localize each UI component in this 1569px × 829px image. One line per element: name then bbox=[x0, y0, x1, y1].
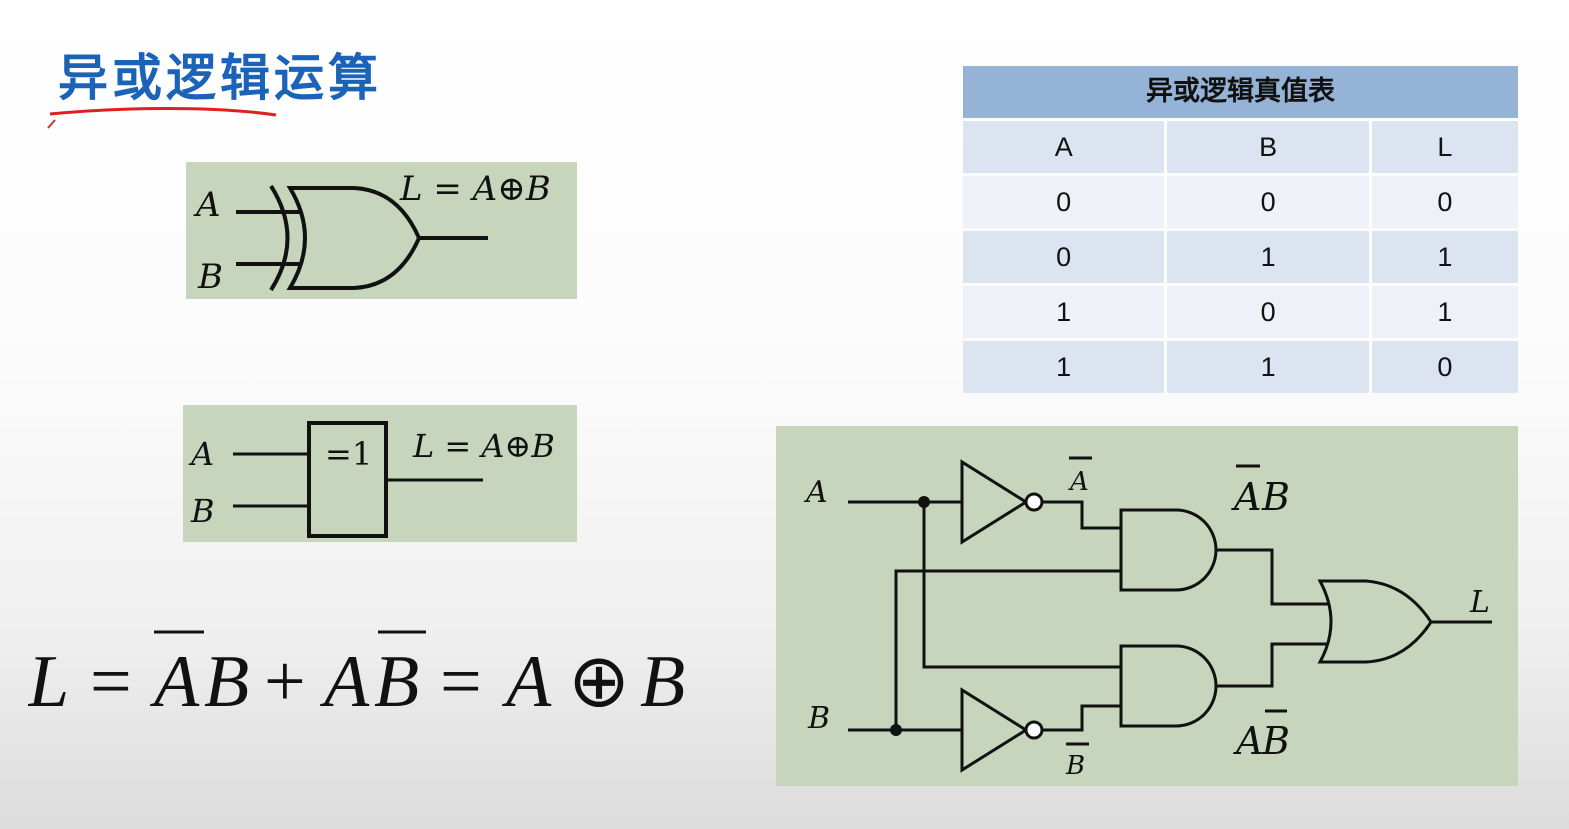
formula-equals: = bbox=[90, 641, 132, 723]
title-underline bbox=[47, 107, 277, 129]
formula-term2-b: B bbox=[374, 641, 419, 723]
xor-circuit: A B A B A B A B L bbox=[803, 456, 1492, 781]
table-cell: 1 bbox=[963, 286, 1168, 338]
slide-title: 异或逻辑运算 bbox=[58, 49, 382, 107]
xor-circuit-panel: A B A B A B A B L bbox=[776, 426, 1518, 786]
circuit-not-b-label: B bbox=[1065, 751, 1085, 781]
formula-equals-2: = bbox=[440, 641, 482, 723]
xor-rect-box-label: =1 bbox=[325, 435, 372, 473]
formula-term1-b: B bbox=[204, 641, 249, 723]
table-cell: 0 bbox=[963, 176, 1168, 228]
table-row: 0 1 1 bbox=[963, 231, 1518, 283]
circuit-output: L bbox=[1469, 585, 1490, 620]
xor-rect-input-b: B bbox=[190, 492, 215, 530]
truth-table-header-row: A B L bbox=[963, 121, 1518, 173]
table-cell: 0 bbox=[963, 231, 1168, 283]
table-cell: 1 bbox=[1167, 341, 1372, 393]
table-row: 0 0 0 bbox=[963, 176, 1518, 228]
formula-rhs-a: A bbox=[501, 641, 552, 723]
table-cell: 1 bbox=[1371, 286, 1518, 338]
truth-table-header-cell: L bbox=[1371, 121, 1518, 173]
xor-symbol-input-a: A bbox=[193, 185, 221, 225]
truth-table: 异或逻辑真值表 A B L 0 0 0 0 1 1 1 0 1 1 1 0 bbox=[963, 66, 1518, 396]
xor-gate-symbol: A B L = A⊕B bbox=[193, 169, 551, 297]
circuit-not-a-label: A bbox=[1068, 467, 1089, 497]
circuit-input-a: A bbox=[803, 475, 828, 510]
table-cell: 1 bbox=[1371, 231, 1518, 283]
table-row: 1 0 1 bbox=[963, 286, 1518, 338]
xor-rect-expression: L = A⊕B bbox=[412, 427, 555, 465]
circuit-input-b: B bbox=[807, 701, 830, 736]
formula-rhs-b: B bbox=[640, 641, 685, 723]
truth-table-title: 异或逻辑真值表 bbox=[963, 66, 1518, 118]
formula-lhs: L bbox=[28, 641, 69, 723]
truth-table-header-cell: A bbox=[963, 121, 1168, 173]
table-cell: 0 bbox=[1167, 286, 1372, 338]
xor-rect-input-a: A bbox=[188, 435, 214, 473]
xor-gate-symbol-panel: A B L = A⊕B bbox=[186, 162, 577, 299]
formula-plus: + bbox=[264, 641, 306, 723]
xor-symbol-input-b: B bbox=[197, 257, 223, 297]
table-cell: 0 bbox=[1371, 176, 1518, 228]
xor-symbol-expression: L = A⊕B bbox=[399, 169, 551, 209]
table-cell: 1 bbox=[963, 341, 1168, 393]
formula-term2-a: A bbox=[319, 641, 370, 723]
xor-rect-symbol-panel: =1 A B L = A⊕B bbox=[183, 405, 577, 542]
formula-xor-symbol: ⊕ bbox=[568, 641, 630, 723]
table-cell: 0 bbox=[1371, 341, 1518, 393]
circuit-and1-label-a: A bbox=[1231, 475, 1261, 519]
formula-term1-a: A bbox=[149, 641, 200, 723]
xor-rect-symbol: =1 A B L = A⊕B bbox=[188, 421, 555, 538]
circuit-and2-label-a: A bbox=[1233, 719, 1263, 763]
circuit-and1-label-b: B bbox=[1261, 475, 1290, 519]
table-cell: 0 bbox=[1167, 176, 1372, 228]
truth-table-header-cell: B bbox=[1167, 121, 1372, 173]
table-row: 1 1 0 bbox=[963, 341, 1518, 393]
circuit-and2-label-b: B bbox=[1261, 719, 1290, 763]
xor-formula: L = A B + A B = A ⊕ B bbox=[28, 630, 685, 723]
table-cell: 1 bbox=[1167, 231, 1372, 283]
